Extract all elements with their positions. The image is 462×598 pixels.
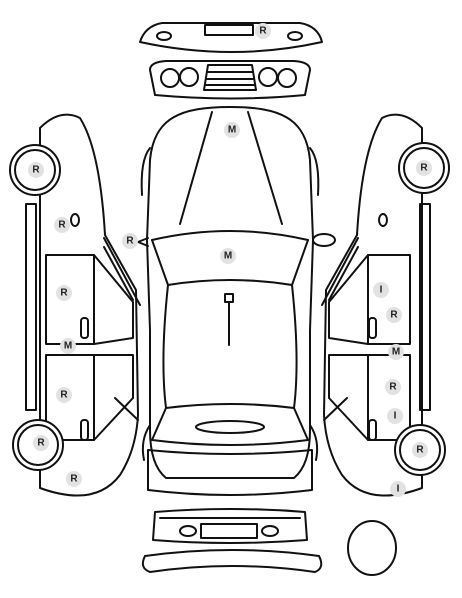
car-top-view	[137, 106, 336, 496]
marker-windshield[interactable]: M	[220, 248, 236, 264]
spare-wheel-outline	[347, 520, 397, 576]
svg-text:M: M	[64, 341, 72, 352]
marker-right-rear-door[interactable]: R	[385, 379, 401, 395]
svg-text:R: R	[70, 474, 78, 485]
marker-left-rear-quarter[interactable]: R	[66, 471, 82, 487]
svg-text:M: M	[228, 125, 236, 136]
marker-left-b-pillar[interactable]: M	[60, 338, 76, 354]
svg-text:R: R	[60, 288, 68, 299]
svg-text:R: R	[58, 220, 66, 231]
svg-text:R: R	[420, 163, 428, 174]
marker-right-rear-quarter[interactable]: I	[390, 481, 406, 497]
marker-right-front-door-top[interactable]: I	[373, 282, 389, 298]
front-bumper-view	[139, 22, 323, 53]
marker-right-front-wheel[interactable]: R	[416, 160, 432, 176]
front-fascia-view	[149, 60, 311, 100]
svg-text:M: M	[392, 347, 400, 358]
marker-left-front-door[interactable]: R	[56, 285, 72, 301]
svg-text:R: R	[390, 310, 398, 321]
svg-text:R: R	[32, 165, 40, 176]
svg-text:R: R	[126, 236, 134, 247]
svg-text:R: R	[37, 438, 45, 449]
svg-text:R: R	[416, 445, 424, 456]
svg-text:R: R	[60, 390, 68, 401]
svg-text:R: R	[389, 382, 397, 393]
marker-left-front-wheel[interactable]: R	[28, 162, 44, 178]
marker-right-rear-wheel[interactable]: R	[412, 442, 428, 458]
svg-text:R: R	[259, 26, 267, 37]
rear-bumper-view	[141, 549, 323, 573]
marker-left-rear-door[interactable]: R	[56, 387, 72, 403]
svg-text:I: I	[397, 484, 400, 495]
marker-right-b-pillar[interactable]: M	[388, 344, 404, 360]
marker-front-bumper[interactable]: R	[255, 23, 271, 39]
marker-hood[interactable]: M	[224, 122, 240, 138]
svg-text:M: M	[224, 251, 232, 262]
rear-fascia-view	[152, 508, 308, 544]
marker-left-rear-wheel[interactable]: R	[33, 435, 49, 451]
svg-text:I: I	[380, 285, 383, 296]
marker-right-rear-door-lower[interactable]: I	[387, 408, 403, 424]
marker-right-front-door[interactable]: R	[386, 307, 402, 323]
svg-text:I: I	[394, 411, 397, 422]
marker-left-front-fender[interactable]: R	[54, 217, 70, 233]
marker-left-mirror[interactable]: R	[122, 233, 138, 249]
